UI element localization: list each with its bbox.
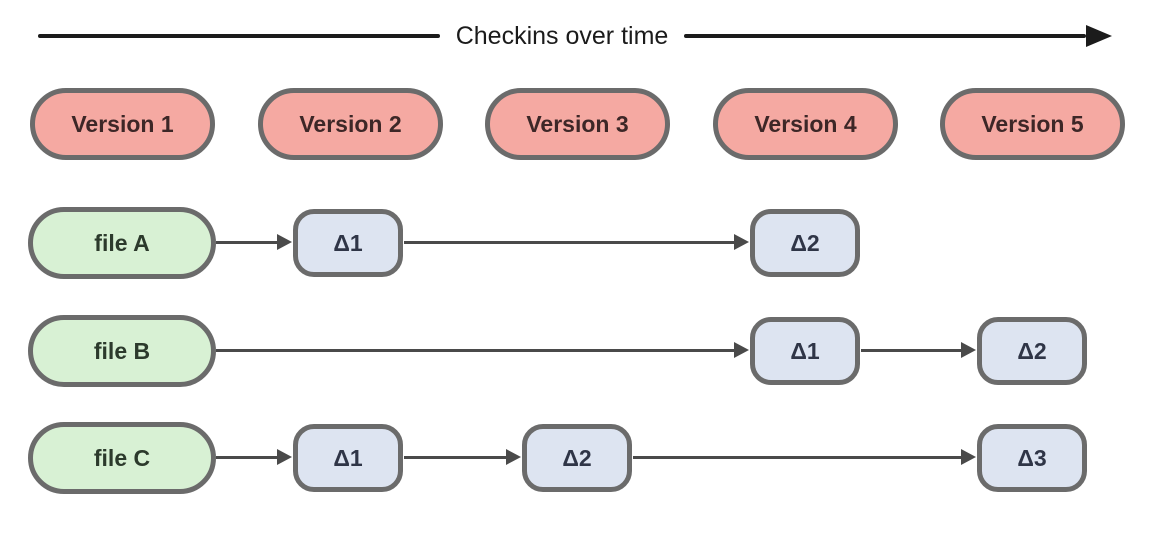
timeline-axis: Checkins over time bbox=[38, 20, 1113, 52]
timeline-line-right bbox=[684, 34, 1087, 38]
arrow-file-a-to-delta1 bbox=[216, 234, 292, 250]
file-c-delta1-box: Δ1 bbox=[293, 424, 403, 492]
version-1-label: Version 1 bbox=[71, 110, 174, 137]
version-3-label: Version 3 bbox=[526, 110, 629, 137]
file-c-box: file C bbox=[28, 422, 216, 494]
version-4-box: Version 4 bbox=[713, 88, 898, 160]
file-c-delta2-label: Δ2 bbox=[562, 444, 592, 471]
file-c-delta2-box: Δ2 bbox=[522, 424, 632, 492]
version-3-box: Version 3 bbox=[485, 88, 670, 160]
file-a-delta2-box: Δ2 bbox=[750, 209, 860, 277]
file-b-box: file B bbox=[28, 315, 216, 387]
file-c-delta3-box: Δ3 bbox=[977, 424, 1087, 492]
version-2-box: Version 2 bbox=[258, 88, 443, 160]
arrow-file-c-delta2-to-delta3 bbox=[633, 449, 976, 465]
file-b-delta1-box: Δ1 bbox=[750, 317, 860, 385]
file-b-delta2-label: Δ2 bbox=[1017, 337, 1047, 364]
arrow-file-c-to-delta1 bbox=[216, 449, 292, 465]
file-a-delta1-box: Δ1 bbox=[293, 209, 403, 277]
version-5-label: Version 5 bbox=[981, 110, 1084, 137]
timeline-label: Checkins over time bbox=[455, 21, 669, 50]
file-c-delta3-label: Δ3 bbox=[1017, 444, 1047, 471]
file-c-delta1-label: Δ1 bbox=[333, 444, 363, 471]
file-b-label: file B bbox=[93, 337, 151, 364]
file-a-delta2-label: Δ2 bbox=[790, 229, 820, 256]
file-b-delta2-box: Δ2 bbox=[977, 317, 1087, 385]
arrow-file-b-delta1-to-delta2 bbox=[861, 342, 976, 358]
version-1-box: Version 1 bbox=[30, 88, 215, 160]
file-c-label: file C bbox=[93, 444, 151, 471]
version-4-label: Version 4 bbox=[754, 110, 857, 137]
timeline-line-left bbox=[38, 34, 440, 38]
file-a-label: file A bbox=[94, 229, 150, 256]
timeline-arrowhead-icon bbox=[1086, 25, 1113, 47]
version-2-label: Version 2 bbox=[299, 110, 402, 137]
arrow-file-b-to-delta1 bbox=[216, 342, 749, 358]
arrow-file-a-delta1-to-delta2 bbox=[404, 234, 749, 250]
file-a-box: file A bbox=[28, 207, 216, 279]
file-b-delta1-label: Δ1 bbox=[790, 337, 820, 364]
file-a-delta1-label: Δ1 bbox=[333, 229, 363, 256]
arrow-file-c-delta1-to-delta2 bbox=[404, 449, 521, 465]
version-5-box: Version 5 bbox=[940, 88, 1125, 160]
